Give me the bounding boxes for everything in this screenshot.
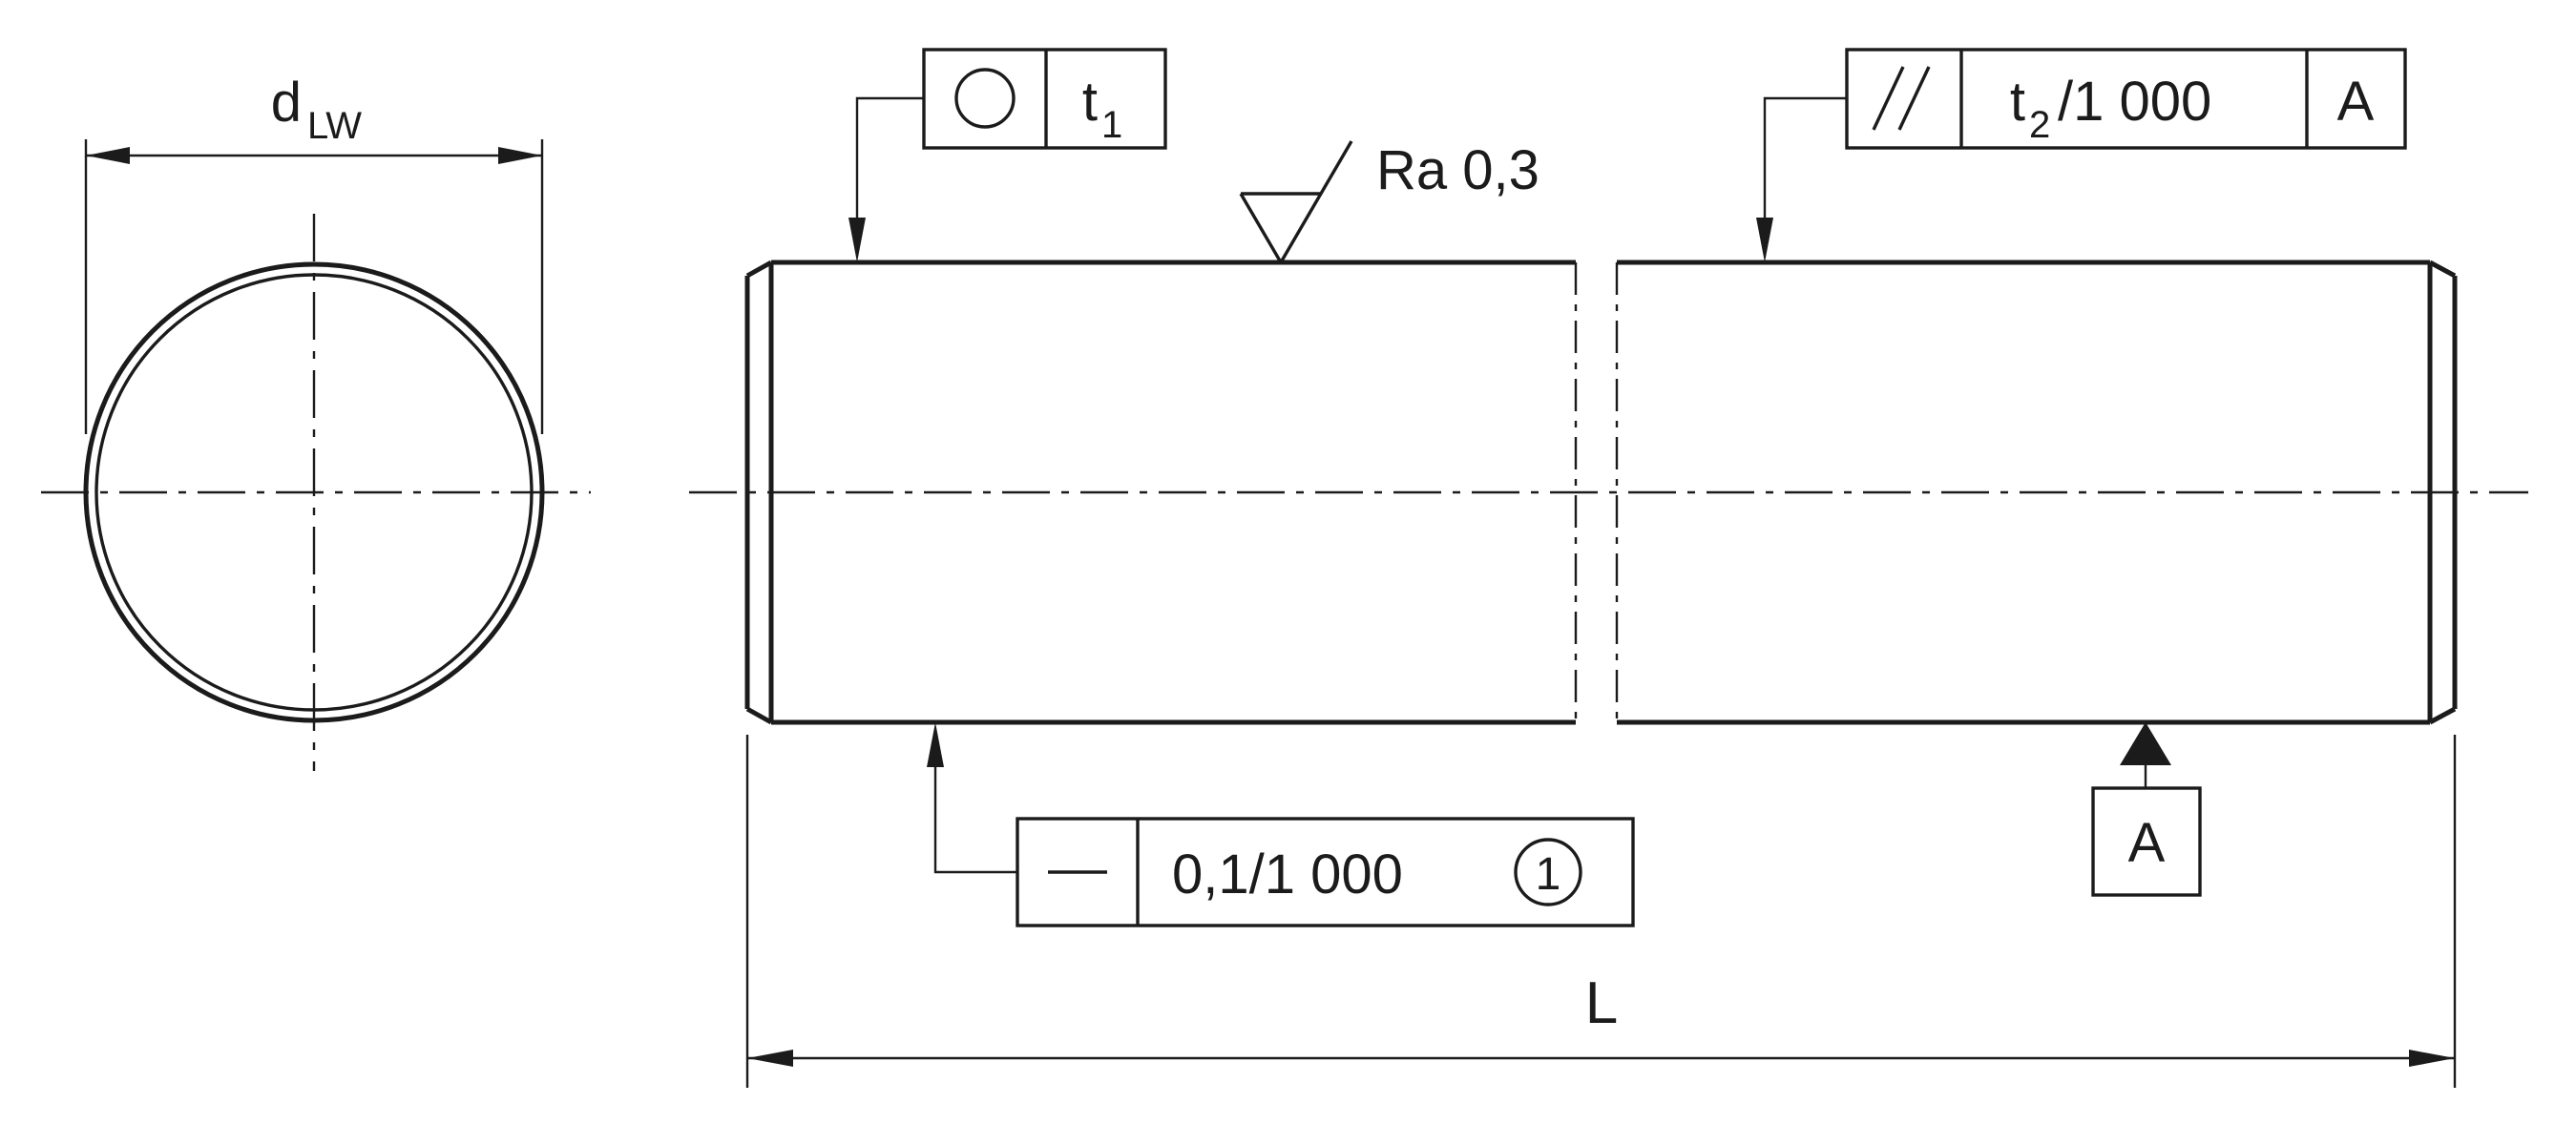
- diameter-label-base: d: [271, 72, 302, 134]
- surface-finish-symbol: Ra 0,3: [1239, 139, 1539, 263]
- straightness-leader-arrowhead: [927, 722, 944, 767]
- parallelism-datum-ref: A: [2337, 71, 2375, 133]
- parallelism-icon-stroke-2: [1897, 66, 1931, 131]
- surface-finish-label: Ra 0,3: [1376, 139, 1539, 201]
- roughness-icon-right-arm: [1279, 140, 1353, 263]
- circularity-leader-line: [855, 96, 924, 250]
- parallelism-icon: [1872, 66, 1931, 131]
- diameter-dimension: d LW: [84, 72, 544, 434]
- length-label: L: [1585, 970, 1618, 1036]
- parallelism-tolerance-suffix: /1 000: [2058, 71, 2211, 133]
- circularity-tolerance-base: t: [1082, 71, 1098, 133]
- circularity-leader-arrowhead: [848, 218, 866, 262]
- length-dimension: L: [745, 735, 2457, 1088]
- straightness-note-ref: 1: [1536, 849, 1561, 900]
- shaft-right-chamfer-top: [2428, 260, 2457, 279]
- shaft-left-chamfer-bottom: [745, 706, 773, 725]
- circularity-frame: t 1: [848, 48, 1167, 262]
- straightness-frame: 0,1/1 000 1: [927, 722, 1635, 927]
- parallelism-frame: t 2 /1 000 A: [1756, 48, 2407, 262]
- parallelism-frame-box: [1845, 48, 2407, 150]
- straightness-value: 0,1/1 000: [1172, 843, 1403, 906]
- shaft-left-chamfer-top: [745, 260, 773, 279]
- length-arrowhead-left: [747, 1050, 793, 1067]
- circularity-tolerance-sub: 1: [1101, 104, 1122, 146]
- roughness-icon-left-arm: [1239, 193, 1283, 263]
- straightness-frame-box: [1016, 817, 1635, 927]
- parallelism-leader-arrowhead: [1756, 218, 1773, 262]
- length-arrowhead-right: [2409, 1050, 2455, 1067]
- datum-label: A: [2128, 812, 2166, 874]
- circularity-icon: [954, 68, 1016, 129]
- note-circle: [1514, 838, 1582, 906]
- parallelism-icon-stroke-1: [1872, 66, 1905, 131]
- datum-triangle-icon: [2120, 722, 2171, 765]
- straightness-leader-line: [933, 735, 1017, 874]
- diameter-label-sub: LW: [307, 105, 362, 147]
- end-view: d LW: [41, 72, 591, 771]
- arrowhead-right: [498, 147, 542, 164]
- parallelism-tolerance-base: t: [2010, 71, 2025, 133]
- parallelism-tolerance-sub: 2: [2029, 104, 2050, 146]
- datum-symbol: A: [2091, 722, 2202, 897]
- arrowhead-left: [86, 147, 130, 164]
- shaft-break: [1574, 262, 1619, 722]
- shaft-right-chamfer-bottom: [2428, 706, 2457, 725]
- parallelism-leader-line: [1763, 96, 1847, 250]
- datum-box: [2091, 786, 2202, 897]
- side-view: t 1 Ra 0,3 t 2 /1 000 A: [689, 48, 2528, 1088]
